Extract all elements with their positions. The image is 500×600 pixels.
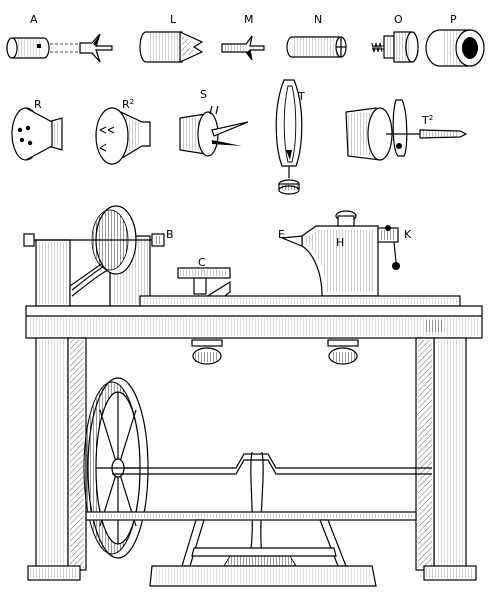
part-t2-carrier <box>345 99 468 161</box>
part-m-spur <box>221 35 265 61</box>
tailstock <box>281 210 400 297</box>
label-r2: R2 <box>122 98 134 111</box>
headstock <box>23 205 165 307</box>
label-k: K <box>404 228 412 241</box>
label-a: A <box>30 13 38 26</box>
part-l-chuck <box>139 31 204 63</box>
part-r-faceplate <box>11 107 63 161</box>
label-l: L <box>170 13 177 26</box>
part-s-prong-chuck <box>179 105 249 157</box>
label-s: S <box>200 88 207 101</box>
left-leg <box>27 337 87 581</box>
label-o: O <box>394 13 403 26</box>
label-p: P <box>450 13 457 26</box>
label-h: H <box>336 236 344 249</box>
label-m: M <box>244 13 254 26</box>
label-n: N <box>314 13 322 26</box>
part-a-chuck <box>6 33 113 63</box>
part-t-stand <box>275 79 303 195</box>
part-n-rod <box>286 36 347 58</box>
label-t2: T2 <box>421 114 433 127</box>
crank-shaft <box>112 451 432 557</box>
label-e: E <box>278 228 285 241</box>
part-r2-cone-chuck <box>95 107 151 166</box>
lathe-bed <box>25 295 483 339</box>
part-o-screw-chuck <box>371 31 419 63</box>
label-t: T <box>297 90 305 103</box>
label-r: R <box>34 98 42 111</box>
treadle <box>85 511 417 587</box>
label-c: C <box>198 256 206 269</box>
right-leg <box>415 337 477 581</box>
bed-clamps <box>191 339 359 365</box>
part-p-hollow-chuck <box>425 29 485 67</box>
label-b: B <box>166 228 174 241</box>
